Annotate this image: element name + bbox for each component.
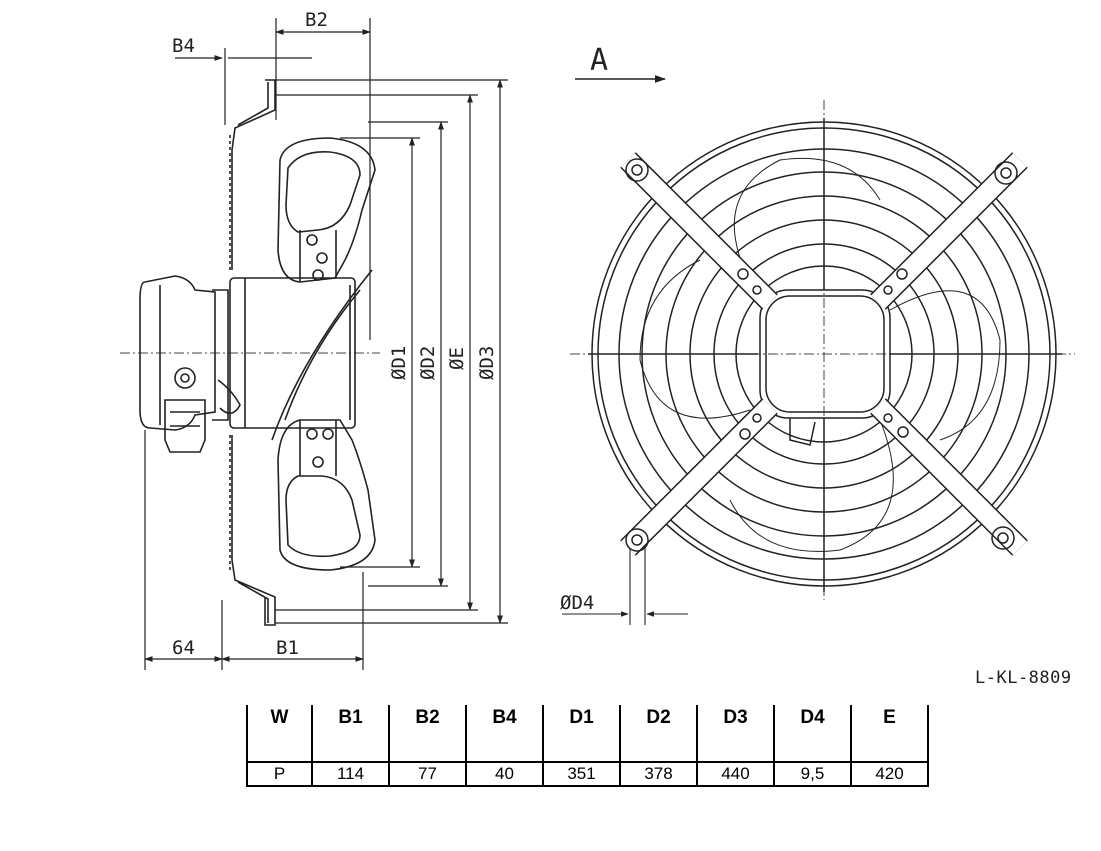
table-header-row: W B1 B2 B4 D1 D2 D3 D4 E: [246, 705, 929, 763]
header-w: W: [246, 705, 312, 763]
mounting-hole: [625, 158, 649, 182]
cell-e: 420: [850, 762, 929, 787]
label-64: 64: [172, 637, 195, 659]
front-hub: [759, 289, 891, 419]
reference-code: L-KL-8809: [975, 668, 1072, 688]
header-d4: D4: [773, 705, 851, 763]
view-label-a: A: [590, 43, 608, 78]
label-e: ØE: [446, 347, 468, 370]
header-b4: B4: [465, 705, 543, 763]
nozzle-outline: [231, 79, 276, 626]
label-b1: B1: [276, 637, 299, 659]
label-d4: ØD4: [560, 592, 594, 614]
header-e: E: [850, 705, 929, 763]
label-b4: B4: [172, 35, 195, 57]
motor-housing: [139, 275, 216, 431]
lower-blade: [277, 419, 376, 571]
cell-w: P: [246, 762, 312, 787]
table-row: P 114 77 40 351 378 440 9,5 420: [246, 762, 929, 787]
dimensions-table: W B1 B2 B4 D1 D2 D3 D4 E P 114 77 40 351…: [246, 705, 929, 787]
header-d3: D3: [696, 705, 774, 763]
cell-b1: 114: [311, 762, 389, 787]
cell-d2: 378: [619, 762, 697, 787]
header-d1: D1: [542, 705, 620, 763]
cell-b2: 77: [388, 762, 466, 787]
cell-d1: 351: [542, 762, 620, 787]
cell-d3: 440: [696, 762, 774, 787]
header-d2: D2: [619, 705, 697, 763]
front-view: [562, 100, 1075, 625]
header-b2: B2: [388, 705, 466, 763]
label-d2: ØD2: [417, 346, 439, 380]
label-d1: ØD1: [388, 346, 410, 380]
side-dimensions: [144, 18, 508, 670]
label-b2: B2: [305, 9, 328, 31]
technical-drawing: B2 B4 64 B1 ØD1 ØD2 ØE ØD3 A: [120, 9, 1075, 670]
motor-hub: [229, 277, 356, 429]
cell-d4: 9,5: [773, 762, 851, 787]
header-b1: B1: [311, 705, 389, 763]
label-d3: ØD3: [476, 346, 498, 380]
cell-b4: 40: [465, 762, 543, 787]
side-view: [120, 79, 380, 626]
